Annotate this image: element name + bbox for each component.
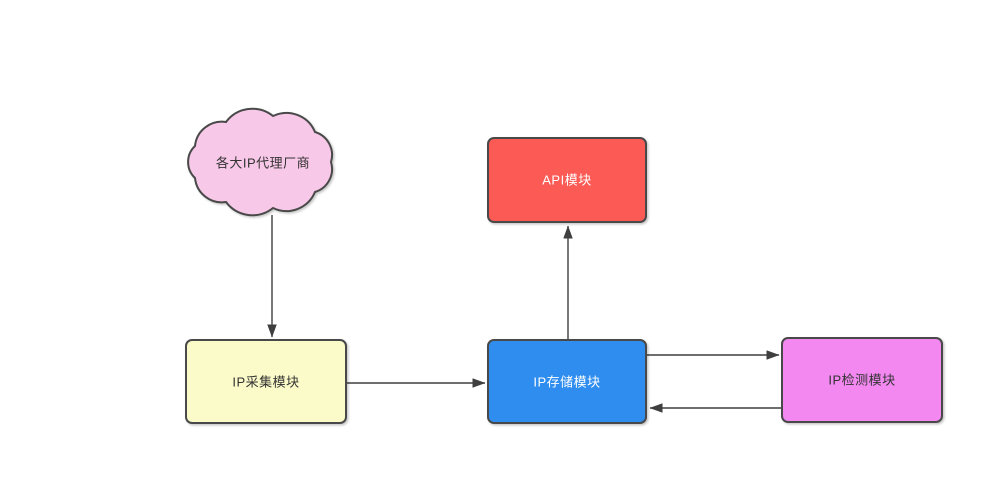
detect-module-shape[interactable] (781, 337, 943, 423)
node-detect-module[interactable]: IP检测模块 (781, 337, 943, 423)
collect-module-shape[interactable] (185, 339, 347, 424)
node-storage-module[interactable]: IP存储模块 (487, 339, 647, 424)
node-collect-module[interactable]: IP采集模块 (185, 339, 347, 424)
api-module-shape[interactable] (487, 137, 647, 223)
storage-module-shape[interactable] (487, 339, 647, 424)
cloud-shape[interactable] (187, 107, 334, 217)
node-vendors-cloud[interactable]: 各大IP代理厂商 (187, 107, 334, 217)
node-api-module[interactable]: API模块 (487, 137, 647, 223)
